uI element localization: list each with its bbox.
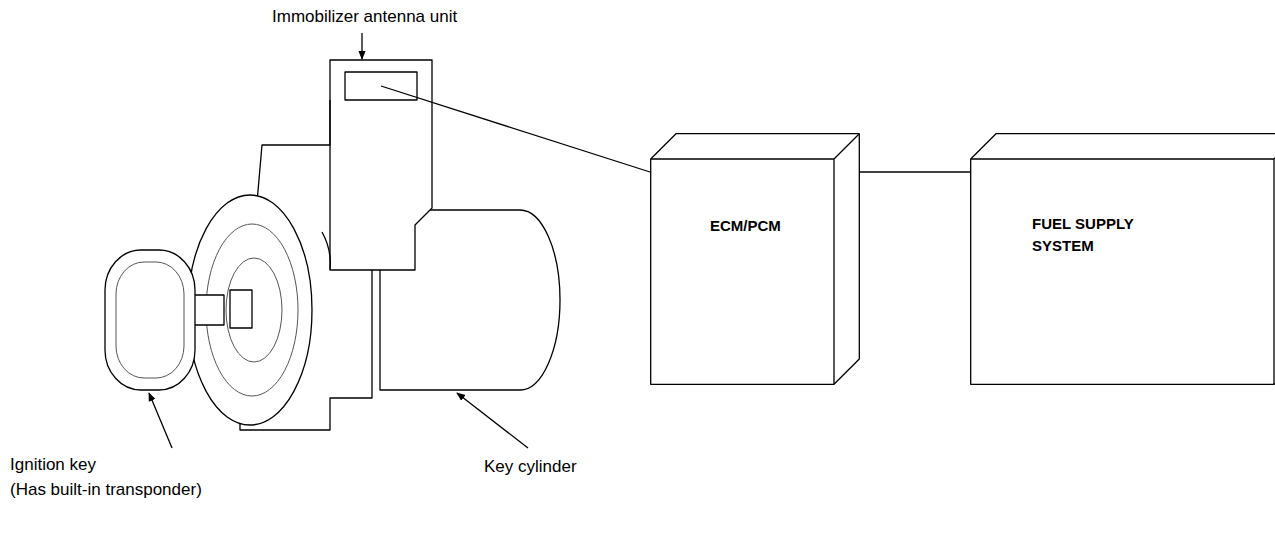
key-head — [105, 250, 195, 390]
module-box: ECM/PCM — [650, 133, 860, 385]
box-outline — [651, 134, 860, 385]
part-name: Key cylinder — [484, 454, 577, 479]
leader-line — [457, 393, 528, 448]
box-title: FUEL SUPPLY SYSTEM — [1032, 213, 1150, 257]
box-edge — [651, 134, 860, 385]
face-ring — [226, 258, 282, 362]
module-box: FUEL SUPPLY SYSTEM — [970, 133, 1275, 385]
leader-line — [361, 33, 362, 59]
housing-edge — [330, 100, 372, 270]
box-outline — [970, 133, 1275, 385]
box-outline — [650, 133, 860, 385]
signal-wire — [860, 171, 970, 172]
key-slot — [230, 290, 252, 328]
part-name: Ignition key (Has built-in transponder) — [10, 452, 202, 502]
key-head-inner — [116, 262, 184, 378]
part-name: Immobilizer antenna unit — [272, 4, 457, 29]
leader-line — [149, 393, 172, 448]
cylinder-face — [188, 195, 312, 425]
housing-curve — [322, 232, 330, 270]
box-edge — [971, 134, 1275, 385]
antenna-wire — [381, 86, 650, 172]
box-outline — [971, 134, 1275, 385]
box-title: ECM/PCM — [710, 215, 781, 237]
